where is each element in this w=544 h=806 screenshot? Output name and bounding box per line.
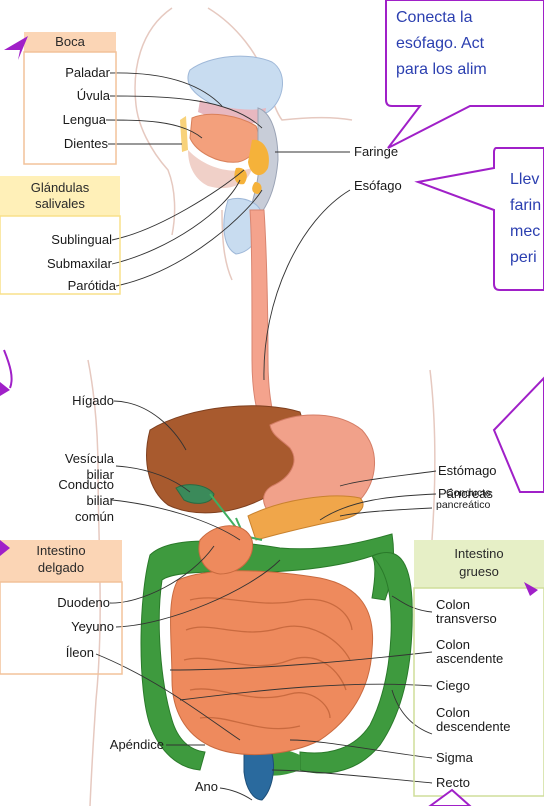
label-ano: Ano (195, 780, 218, 794)
label-colon-ascendente-line2: ascendente (436, 652, 503, 666)
rectum-shape (244, 748, 274, 800)
esophagus-shape (250, 210, 276, 428)
intestino-delgado-header-line1: Intestino (0, 543, 122, 558)
teeth (180, 116, 188, 152)
label-conducto-pancreatico-line1: Conducto (446, 488, 491, 499)
label-parotida: Parótida (68, 279, 116, 293)
label-paladar: Paladar (65, 66, 110, 80)
label-faringe: Faringe (354, 145, 398, 159)
label-colon-descendente-line1: Colon (436, 706, 470, 720)
arrow-higado-icon (0, 382, 10, 396)
intestino-grueso-header-line2: grueso (414, 564, 544, 579)
label-apendice: Apéndice (110, 738, 164, 752)
esofago-callout-line1: Llev (510, 168, 539, 192)
label-ciego: Ciego (436, 679, 470, 693)
esofago-callout-line4: peri (510, 246, 537, 270)
label-sublingual: Sublingual (51, 233, 112, 247)
label-uvula: Úvula (77, 89, 110, 103)
label-colon-ascendente-line1: Colon (436, 638, 470, 652)
esofago-callout-line3: mec (510, 220, 540, 244)
faringe-callout-line1: Conecta la (396, 6, 473, 30)
esofago-callout-line2: farin (510, 194, 541, 218)
label-recto: Recto (436, 776, 470, 790)
glandulas-header-line2: salivales (0, 196, 120, 211)
estomago-callout (494, 378, 544, 492)
faringe-callout-line3: para los alim (396, 58, 487, 82)
label-vesicula-line1: Vesícula (65, 452, 114, 466)
label-submaxilar: Submaxilar (47, 257, 112, 271)
faringe-callout-line2: esófago. Act (396, 32, 484, 56)
label-dientes: Dientes (64, 137, 108, 151)
label-conducto-line2: biliar (87, 494, 114, 508)
glandulas-header-line1: Glándulas (0, 180, 120, 195)
intestino-grueso-header-line1: Intestino (414, 546, 544, 561)
intestino-delgado-header-line2: delgado (0, 560, 122, 575)
label-yeyuno: Yeyuno (71, 620, 114, 634)
label-conducto-line3: común (75, 510, 114, 524)
label-conducto-panc-line2: pancreático (436, 500, 490, 511)
arrow-higado-stem-icon (4, 350, 12, 388)
label-colon-descendente-line2: descendente (436, 720, 510, 734)
label-ileon: Íleon (66, 646, 94, 660)
label-colon-transverso-line2: transverso (436, 612, 497, 626)
tongue (190, 114, 258, 162)
label-higado: Hígado (72, 394, 114, 408)
label-lengua: Lengua (63, 113, 106, 127)
label-estomago: Estómago (438, 464, 497, 478)
label-colon-transverso-line1: Colon (436, 598, 470, 612)
bottom-callout (430, 790, 470, 806)
label-esofago: Esófago (354, 179, 402, 193)
boca-header: Boca (24, 34, 116, 49)
label-sigma: Sigma (436, 751, 473, 765)
label-conducto-biliar-line1: Conducto (58, 478, 114, 492)
label-duodeno: Duodeno (57, 596, 110, 610)
